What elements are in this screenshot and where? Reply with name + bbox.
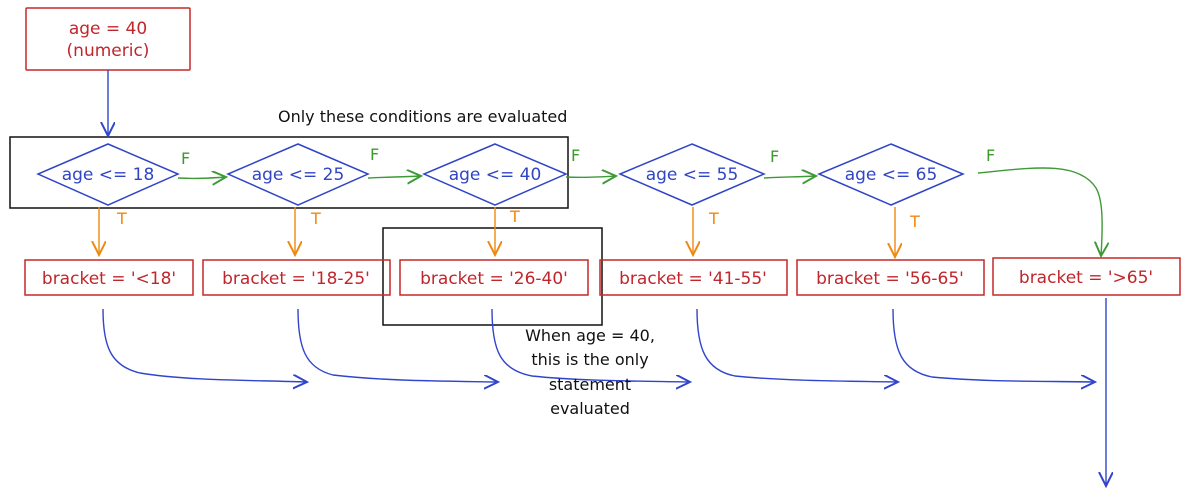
false-label-1: F: [181, 149, 190, 168]
input-line-1: age = 40: [69, 19, 147, 39]
bracket-label-6: bracket = '>65': [1019, 268, 1153, 288]
bracket-box-1: [24, 259, 194, 296]
bracket-box-4: [599, 259, 788, 296]
false-label-3: F: [571, 146, 580, 165]
condition-label-5: age <= 65: [845, 165, 938, 185]
condition-diamond-4: [618, 143, 766, 206]
top-annotation: Only these conditions are evaluated: [278, 107, 567, 126]
bracket-2: bracket = '18-25': [202, 259, 391, 296]
true-label-2: T: [310, 209, 321, 228]
false-arrow-1: [177, 177, 226, 178]
condition-5: age <= 65: [817, 143, 965, 206]
bracket-label-4: bracket = '41-55': [619, 269, 767, 289]
condition-diamond-2: [226, 143, 370, 206]
note-line-3: statement: [549, 375, 631, 394]
condition-label-2: age <= 25: [252, 165, 345, 185]
bracket-box-3: [399, 259, 589, 296]
condition-label-1: age <= 18: [62, 165, 155, 185]
false-label-2: F: [370, 145, 379, 164]
condition-label-3: age <= 40: [449, 165, 542, 185]
false-arrow-5: [977, 167, 1102, 256]
condition-4: age <= 55: [618, 143, 766, 206]
false-arrow-3: [565, 176, 616, 177]
bracket-4: bracket = '41-55': [599, 259, 788, 296]
condition-2: age <= 25: [226, 143, 370, 206]
condition-diamond-5: [817, 143, 965, 206]
true-label-1: T: [116, 209, 127, 228]
bracket-1: bracket = '<18': [24, 259, 194, 296]
input-node: age = 40 (numeric): [25, 7, 191, 71]
bracket-flow-arrow-4: [696, 308, 898, 382]
bracket-flow-arrow-1: [102, 308, 307, 382]
condition-diamond-3: [422, 143, 568, 206]
note-line-2: this is the only: [531, 350, 648, 369]
true-label-5: T: [909, 212, 920, 231]
input-line-2: (numeric): [67, 41, 150, 61]
bracket-6: bracket = '>65': [992, 257, 1181, 296]
bracket-flow-arrow-5: [892, 308, 1095, 382]
evaluated-conditions-highlight: [9, 136, 569, 209]
condition-diamond-1: [36, 143, 180, 206]
bracket-box-5: [796, 259, 985, 296]
bracket-box-2: [202, 259, 391, 296]
bracket-label-1: bracket = '<18': [42, 269, 176, 289]
true-label-4: T: [708, 209, 719, 228]
bracket-3: bracket = '26-40': [399, 259, 589, 296]
bracket-label-5: bracket = '56-65': [816, 269, 964, 289]
condition-1: age <= 18: [36, 143, 180, 206]
false-label-5: F: [986, 146, 995, 165]
bracket-flow-arrow-2: [297, 308, 498, 382]
true-label-3: T: [509, 207, 520, 226]
condition-label-4: age <= 55: [646, 165, 739, 185]
bracket-5: bracket = '56-65': [796, 259, 985, 296]
false-arrow-4: [763, 176, 816, 178]
note-line-1: When age = 40,: [525, 326, 655, 345]
false-label-4: F: [770, 147, 779, 166]
bracket-box-6: [992, 257, 1181, 296]
condition-3: age <= 40: [422, 143, 568, 206]
bracket-flow-arrow-3: [491, 308, 690, 382]
bracket-label-3: bracket = '26-40': [420, 269, 568, 289]
note-line-4: evaluated: [550, 399, 630, 418]
bracket-label-2: bracket = '18-25': [222, 269, 370, 289]
false-arrow-2: [367, 176, 421, 178]
